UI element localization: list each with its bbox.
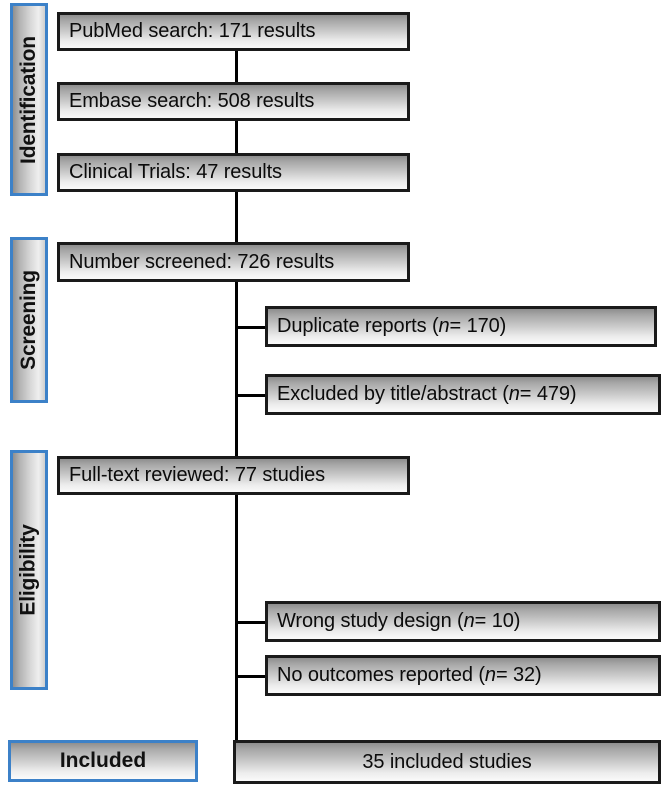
box-included-studies-label: 35 included studies [362, 750, 532, 773]
box-wrong-study-design-prefix: Wrong study design ( [277, 610, 464, 632]
connector-fulltext-to-included [235, 494, 238, 741]
box-full-text-reviewed-label: Full-text reviewed: 77 studies [69, 464, 326, 486]
box-no-outcomes-reported-prefix: No outcomes reported ( [277, 664, 485, 686]
box-excluded-title-abstract-suffix: = 479) [519, 383, 577, 405]
stage-label-identification-text: Identification [17, 35, 40, 164]
stage-label-included-text: Included [59, 749, 147, 772]
stage-label-screening-text: Screening [17, 270, 41, 370]
box-included-studies: 35 included studies [233, 740, 661, 784]
box-duplicate-reports-suffix: = 170) [449, 315, 507, 337]
stage-label-screening: Screening [10, 237, 48, 403]
box-wrong-study-design-suffix: = 10) [474, 610, 521, 632]
box-number-screened: Number screened: 726 results [57, 242, 410, 282]
box-embase-search: Embase search: 508 results [57, 82, 410, 121]
box-pubmed-search: PubMed search: 171 results [57, 12, 410, 51]
box-wrong-study-design: Wrong study design (n = 10) [265, 601, 661, 642]
branch-to-duplicates [235, 326, 267, 329]
connector-embase-to-clinicaltrials [235, 120, 238, 154]
branch-to-no-outcomes [235, 675, 267, 678]
branch-to-excluded-title-abstract [235, 394, 267, 397]
box-full-text-reviewed: Full-text reviewed: 77 studies [57, 456, 410, 495]
stage-label-included: Included [8, 740, 198, 782]
box-no-outcomes-reported-suffix: = 32) [495, 664, 542, 686]
box-no-outcomes-reported: No outcomes reported (n = 32) [265, 655, 661, 696]
stage-label-eligibility: Eligibility [10, 450, 48, 690]
stage-label-eligibility-text: Eligibility [17, 524, 40, 616]
box-excluded-title-abstract-prefix: Excluded by title/abstract ( [277, 383, 509, 405]
connector-pubmed-to-embase [235, 50, 238, 83]
box-no-outcomes-reported-n-symbol: n [484, 664, 496, 686]
box-duplicate-reports-n-symbol: n [438, 315, 450, 337]
box-wrong-study-design-n-symbol: n [463, 610, 475, 632]
box-excluded-title-abstract: Excluded by title/abstract (n = 479) [265, 374, 661, 415]
box-duplicate-reports-prefix: Duplicate reports ( [277, 315, 439, 337]
box-pubmed-search-label: PubMed search: 171 results [69, 20, 316, 42]
box-number-screened-label: Number screened: 726 results [69, 250, 335, 273]
box-embase-search-label: Embase search: 508 results [69, 90, 315, 112]
connector-screened-to-fulltext [235, 281, 238, 456]
branch-to-wrong-design [235, 621, 267, 624]
box-clinical-trials-search: Clinical Trials: 47 results [57, 153, 410, 192]
box-duplicate-reports: Duplicate reports (n = 170) [265, 306, 657, 347]
connector-clinicaltrials-to-screened [235, 191, 238, 242]
box-excluded-title-abstract-n-symbol: n [508, 383, 520, 405]
stage-label-identification: Identification [10, 3, 48, 196]
box-clinical-trials-search-label: Clinical Trials: 47 results [69, 161, 282, 183]
